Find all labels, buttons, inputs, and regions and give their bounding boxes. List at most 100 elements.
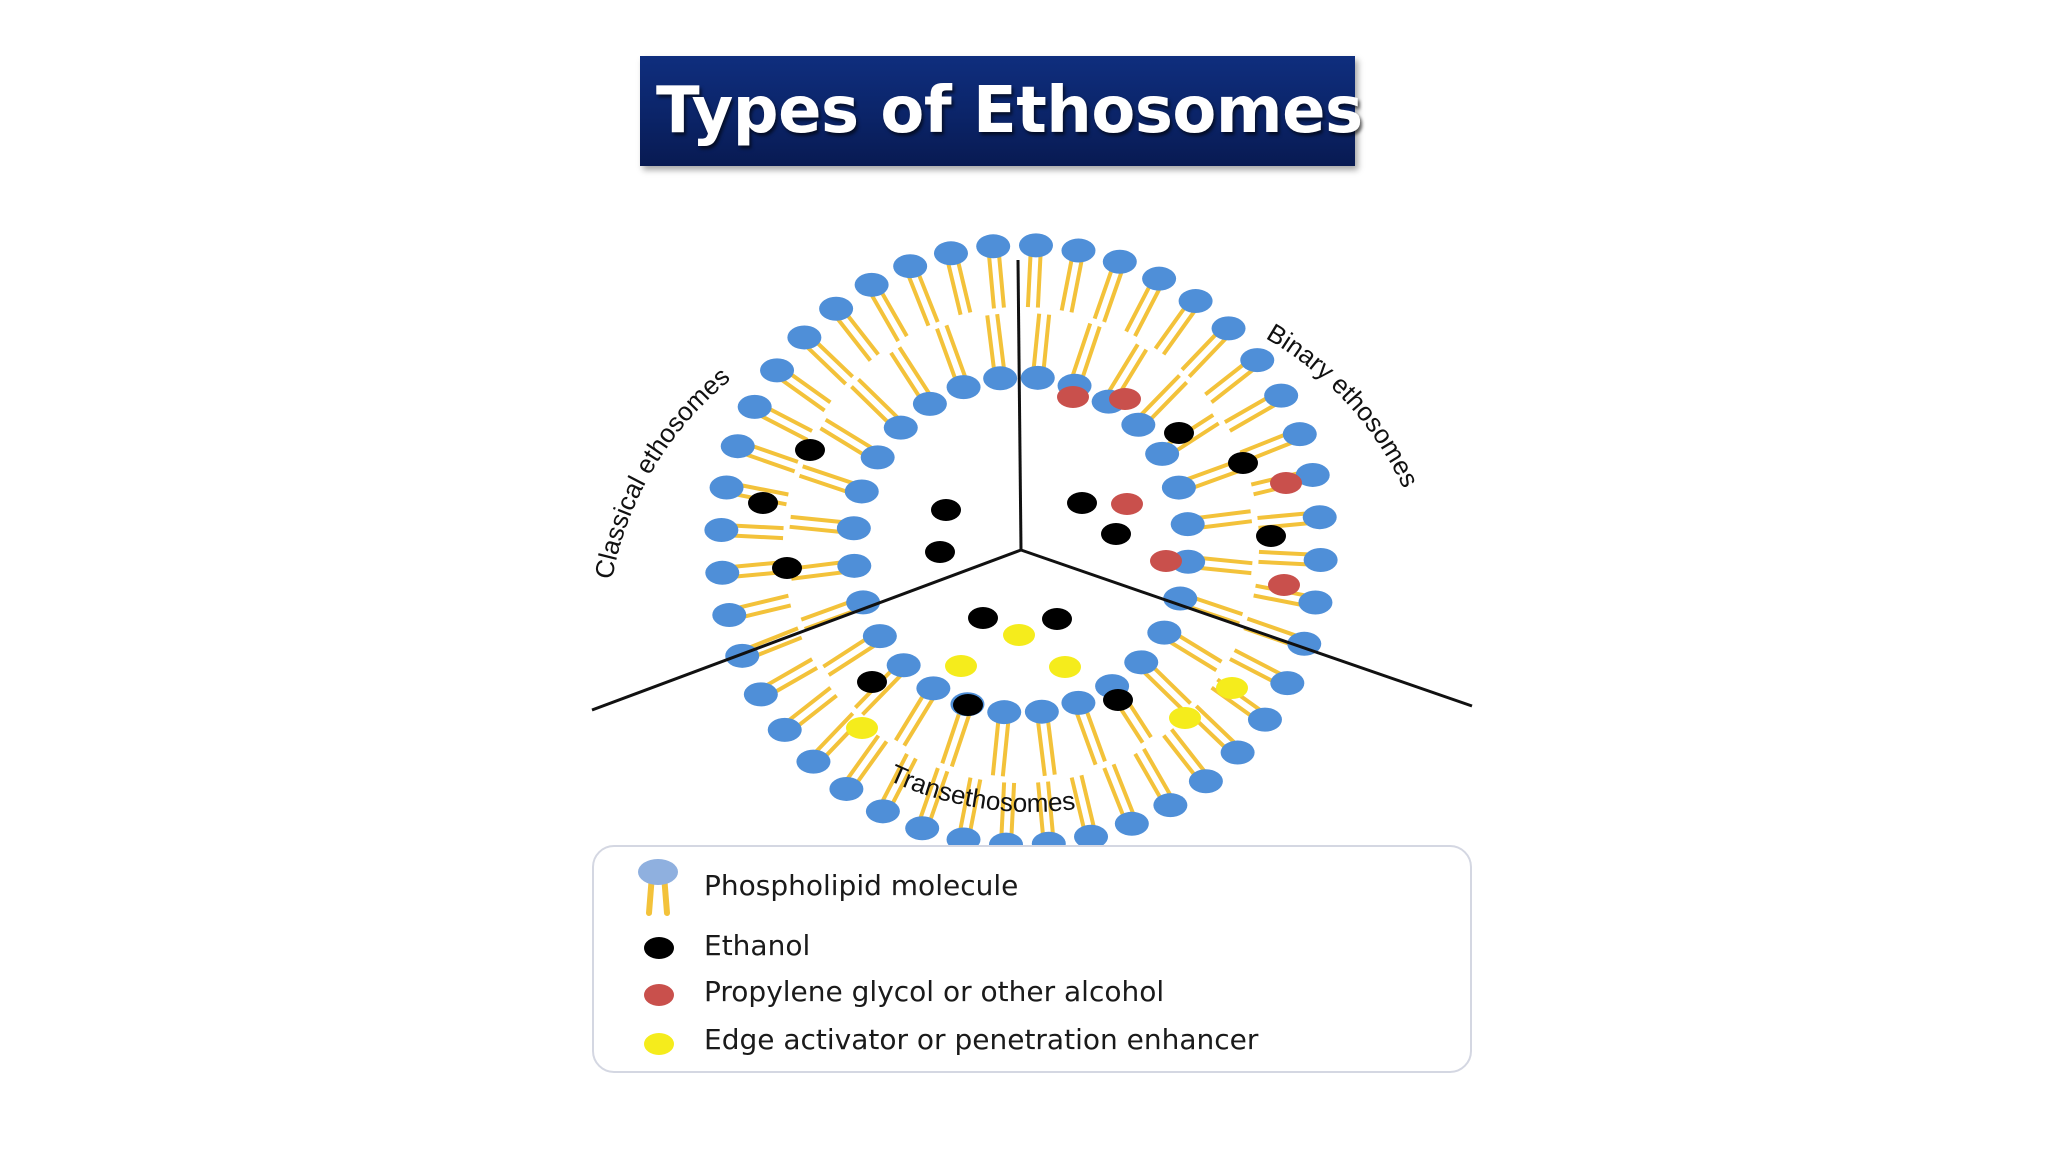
lipid-tail bbox=[1025, 253, 1033, 308]
lipid-tail bbox=[1253, 593, 1308, 608]
phospholipid-heads bbox=[704, 233, 1338, 857]
lipid-tail bbox=[995, 313, 1007, 370]
legend-label-ethanol: Ethanol bbox=[704, 929, 811, 962]
lipid-tail bbox=[764, 657, 814, 688]
propylene-glycol-molecule bbox=[1150, 550, 1182, 572]
lipid-tail bbox=[1187, 336, 1229, 378]
lipid-head bbox=[819, 296, 854, 321]
lipid-tail bbox=[785, 369, 832, 405]
lipid-tail bbox=[827, 642, 877, 677]
lipid-tail bbox=[1124, 282, 1153, 333]
ethanol-molecule bbox=[795, 439, 825, 461]
legend-label-propylene-glycol: Propylene glycol or other alcohol bbox=[704, 975, 1165, 1008]
lipid-tail bbox=[1035, 720, 1047, 777]
lipid-tail bbox=[1009, 782, 1017, 837]
lipid-tail bbox=[906, 274, 931, 327]
lipid-tail bbox=[1000, 720, 1011, 777]
lipid-head bbox=[912, 391, 947, 416]
molecules bbox=[748, 386, 1302, 739]
lipid-tail bbox=[1170, 421, 1220, 456]
lipid-head bbox=[725, 643, 760, 668]
lipid-tail bbox=[1079, 774, 1096, 829]
lipid-tail bbox=[1161, 309, 1197, 356]
lipid-head bbox=[1298, 590, 1333, 615]
title-banner: Types of Ethosomes bbox=[640, 56, 1363, 166]
lipid-head bbox=[1114, 811, 1149, 836]
lipid-head bbox=[760, 358, 795, 383]
lipid-tail bbox=[1246, 616, 1300, 639]
lipid-head bbox=[987, 700, 1022, 725]
lipid-tail bbox=[1195, 565, 1252, 576]
ethanol-molecule bbox=[953, 694, 983, 716]
lipid-head bbox=[705, 560, 740, 585]
lipid-tail bbox=[1162, 734, 1199, 780]
lipid-tail bbox=[1069, 258, 1084, 313]
ethanol-molecule bbox=[772, 557, 802, 579]
lipid-tail bbox=[1149, 662, 1192, 705]
lipid-tail bbox=[1083, 708, 1107, 763]
lipid-tail bbox=[927, 770, 950, 824]
lipid-tail bbox=[812, 337, 854, 379]
lipid-tail bbox=[1070, 322, 1093, 378]
lipid-tail bbox=[1170, 728, 1207, 774]
lipid-tail bbox=[861, 673, 904, 716]
edge-activator-molecule bbox=[945, 655, 977, 677]
lipid-tail bbox=[758, 413, 809, 442]
lipid-head bbox=[1145, 441, 1180, 466]
edge-activator-molecule bbox=[1169, 707, 1201, 729]
lipid-tail bbox=[789, 524, 846, 535]
lipid-tail bbox=[1138, 374, 1181, 417]
ethanol-molecule bbox=[1067, 492, 1097, 514]
lipid-head bbox=[1188, 769, 1223, 794]
section-dividers bbox=[591, 259, 1473, 712]
lipid-tail bbox=[1180, 329, 1221, 372]
lipid-head bbox=[1211, 316, 1246, 341]
lipid-tail bbox=[889, 351, 924, 401]
lipid-tail bbox=[935, 327, 959, 382]
propylene-glycol-molecule bbox=[1057, 386, 1089, 408]
lipid-tail bbox=[889, 757, 918, 808]
lipid-tail bbox=[897, 346, 932, 396]
lipid-tail bbox=[967, 779, 983, 833]
lipid-head bbox=[1247, 707, 1282, 732]
lipid-tail bbox=[878, 288, 909, 338]
lipid-tail bbox=[735, 593, 789, 611]
lipid-head bbox=[933, 241, 968, 266]
lipid-tail bbox=[779, 377, 826, 413]
lipid-head bbox=[1018, 233, 1053, 258]
divider-line-top bbox=[1016, 259, 1023, 551]
lipid-tail bbox=[802, 464, 857, 487]
lipid-tail bbox=[1188, 594, 1244, 617]
lipid-tail bbox=[1210, 367, 1256, 404]
lipid-head bbox=[865, 799, 900, 824]
ethanol-molecule bbox=[968, 607, 998, 629]
lipid-head bbox=[905, 816, 940, 841]
lipid-tail bbox=[1069, 777, 1087, 831]
lipid-tail bbox=[1133, 752, 1164, 802]
section-label-trans: Transethosomes bbox=[885, 758, 1076, 818]
legend: Phospholipid molecule Ethanol Propylene … bbox=[592, 845, 1472, 1073]
lipid-tail bbox=[857, 377, 900, 420]
lipid-head bbox=[1020, 365, 1055, 390]
lipid-head bbox=[1024, 699, 1059, 724]
lipid-tail bbox=[1142, 747, 1173, 797]
lipid-head bbox=[854, 272, 889, 297]
lipid-tail bbox=[729, 533, 784, 541]
lipid-tail bbox=[750, 635, 803, 660]
lipid-head bbox=[1270, 671, 1305, 696]
lipid-head bbox=[787, 325, 822, 350]
lipid-head bbox=[1153, 793, 1188, 818]
lipid-head bbox=[893, 254, 928, 279]
lipid-head bbox=[916, 676, 951, 701]
lipid-head bbox=[743, 682, 778, 707]
lipid-tail bbox=[798, 473, 854, 496]
lipid-tail bbox=[1229, 657, 1279, 686]
lipid-tail bbox=[792, 694, 838, 731]
section-label-classical: Classical ethosomes bbox=[588, 361, 735, 582]
lipid-tail bbox=[1172, 630, 1223, 664]
lipid-tail bbox=[949, 712, 972, 768]
ethanol-molecule bbox=[1228, 452, 1258, 474]
lipid-tail bbox=[1092, 266, 1115, 320]
lipid-tail bbox=[734, 482, 789, 497]
lipid-tail bbox=[819, 426, 870, 460]
